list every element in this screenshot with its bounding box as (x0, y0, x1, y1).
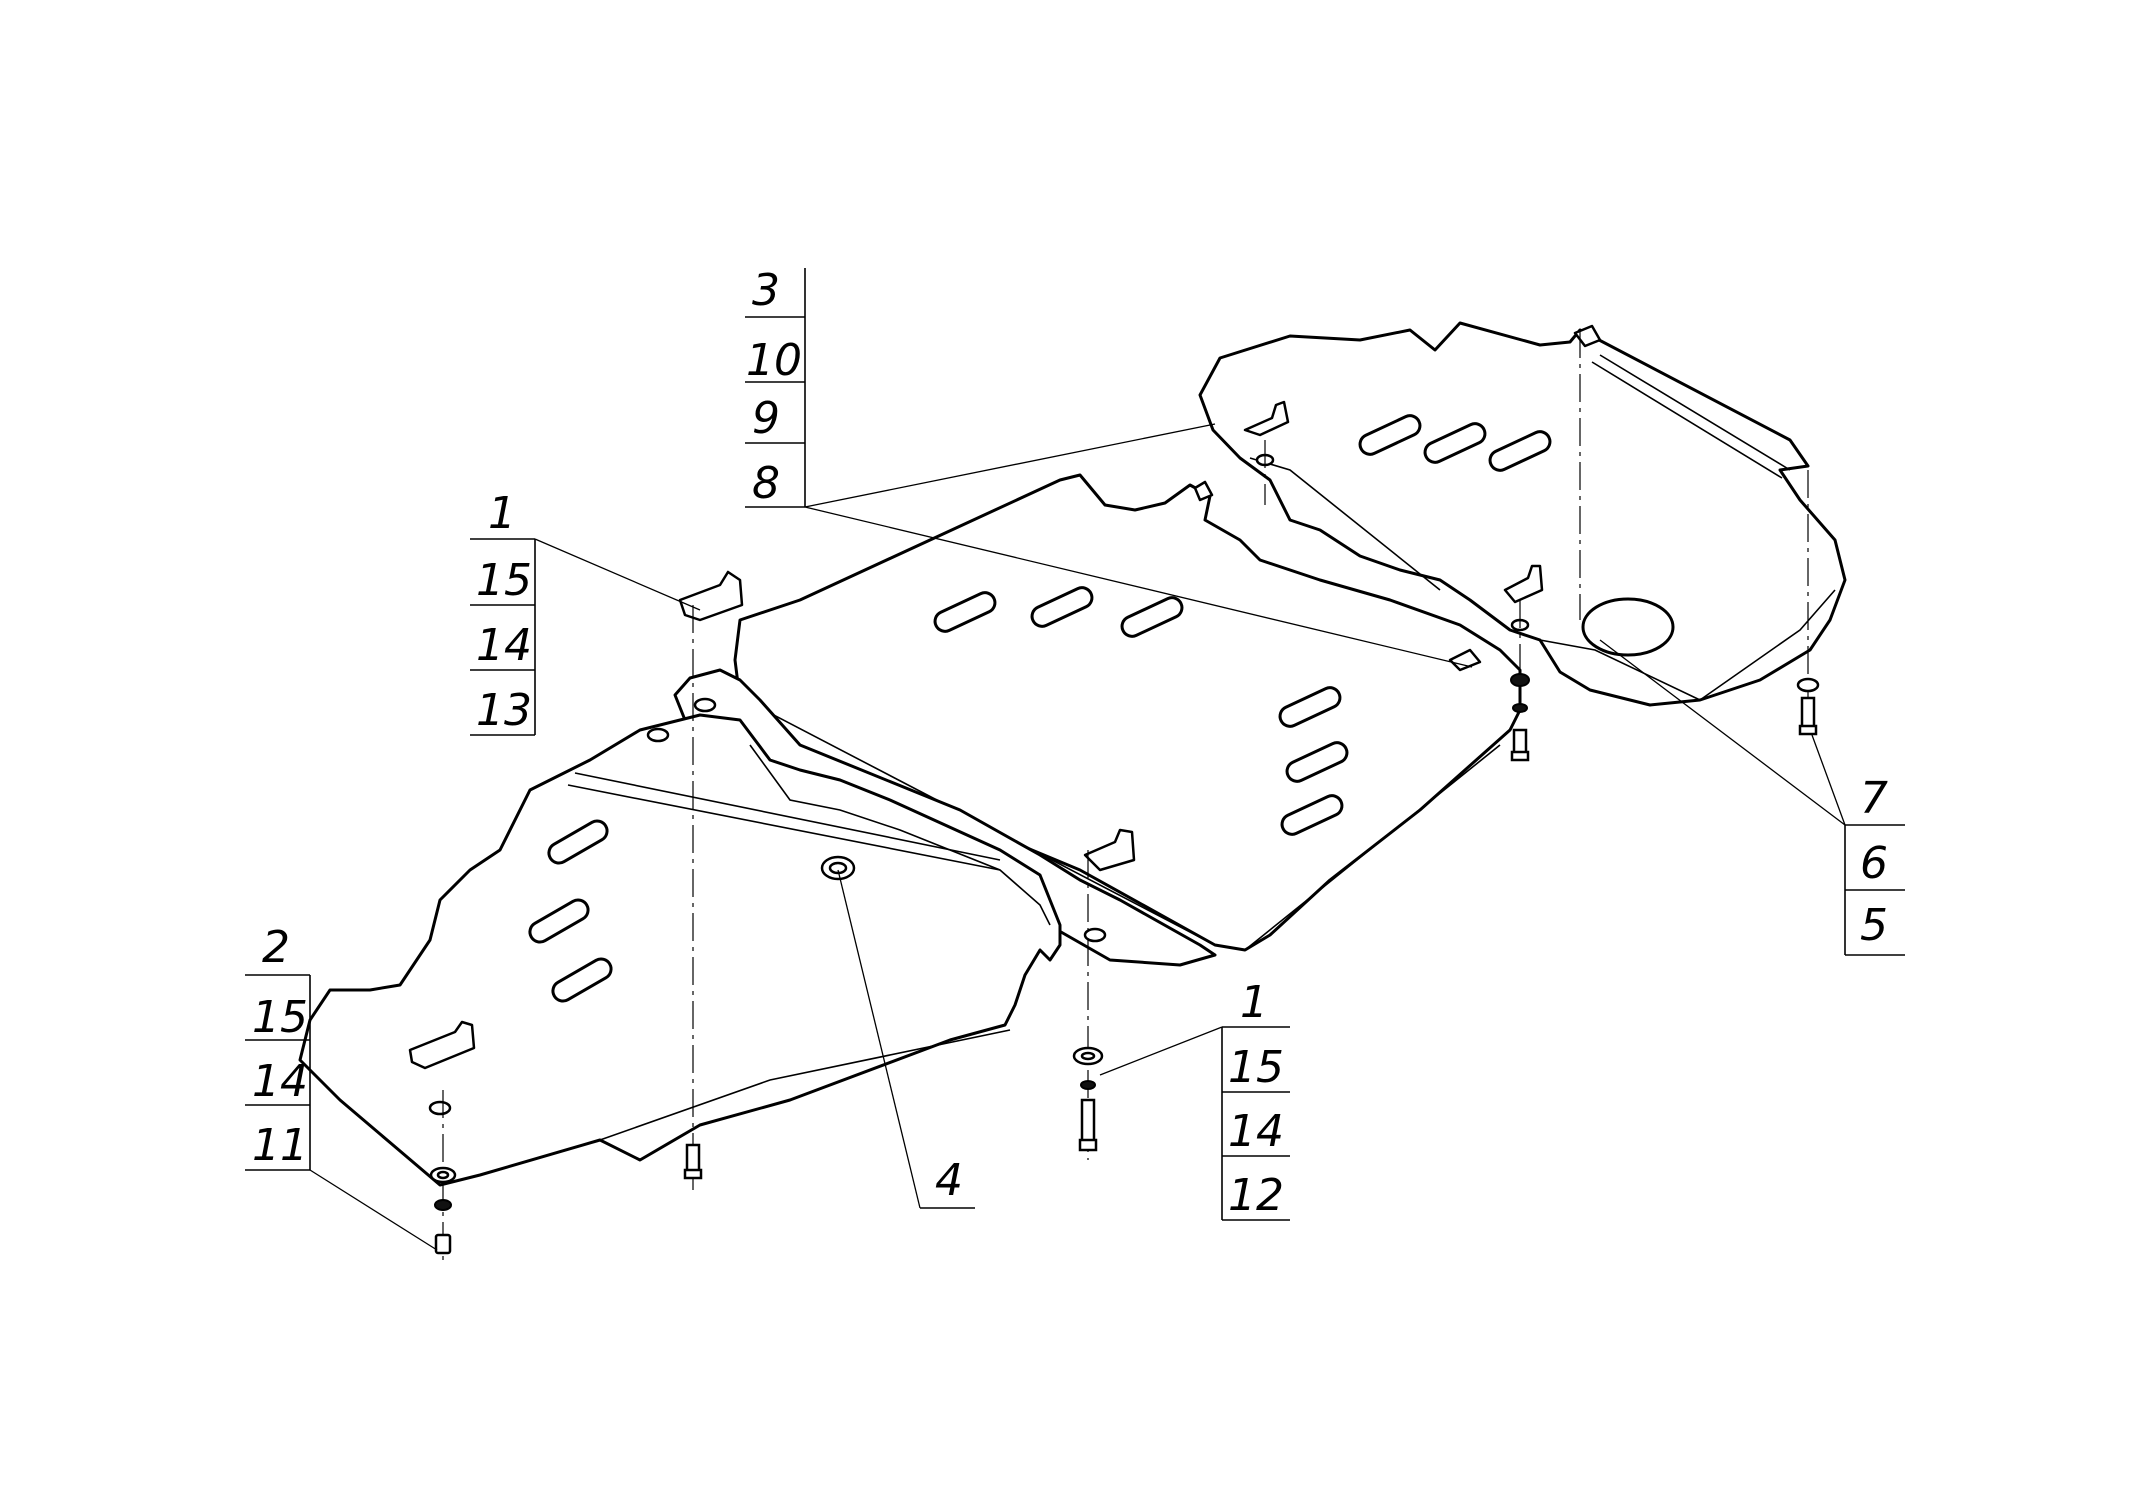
front-skid-plate (298, 713, 1062, 1187)
plate-slot (547, 819, 609, 865)
callout-label: 2 (262, 922, 290, 973)
callout-label: 9 (752, 393, 780, 444)
callout-2-15-14-11: 2 15 14 11 (245, 922, 438, 1251)
plate-slot (1358, 414, 1422, 456)
plate-slot (1278, 686, 1342, 728)
plate-slot (1285, 741, 1349, 783)
plate-slot (528, 898, 590, 944)
callout-label: 14 (1228, 1106, 1284, 1157)
callout-label: 1 (488, 488, 516, 539)
plate-slot (551, 957, 613, 1003)
callout-label: 11 (252, 1120, 308, 1171)
callout-label: 12 (1228, 1170, 1284, 1221)
rear-skid-plate (1198, 321, 1847, 707)
callout-3-10-9-8: 3 10 9 8 (745, 265, 1473, 668)
hardware-middle (1072, 1046, 1104, 1152)
callout-label: 5 (1860, 900, 1888, 951)
callout-label: 4 (935, 1155, 963, 1206)
callout-label: 1 (1240, 977, 1268, 1028)
callout-7-6-5: 7 6 5 (1599, 639, 1905, 956)
callout-label: 13 (476, 685, 532, 736)
hardware-rear-right (1796, 677, 1820, 736)
hardware-front-bolt (683, 1143, 703, 1180)
callout-4: 4 (837, 869, 975, 1209)
plate-slot (1488, 430, 1552, 472)
hardware-front-left (429, 1166, 457, 1255)
callout-label: 3 (752, 265, 780, 316)
plate-slot (1423, 422, 1487, 464)
callout-label: 6 (1860, 838, 1888, 889)
callout-1-15-14-12: 1 15 14 12 (1099, 977, 1290, 1221)
callout-label: 8 (752, 458, 780, 509)
callout-label: 7 (1860, 773, 1888, 824)
callout-label: 14 (252, 1056, 308, 1107)
plate-slot (1030, 586, 1094, 628)
callout-1-15-14-13: 1 15 14 13 (470, 488, 701, 736)
callout-label: 15 (1228, 1042, 1284, 1093)
callout-label: 14 (476, 620, 532, 671)
hardware-rear-left (1510, 673, 1530, 762)
middle-skid-plate (678, 473, 1522, 952)
callout-label: 15 (476, 555, 532, 606)
plate-slot (933, 591, 997, 633)
callout-label: 15 (252, 992, 308, 1043)
plate-slot (1120, 596, 1184, 638)
plate-slot (1280, 794, 1344, 836)
drain-hole (1581, 597, 1675, 657)
callout-label: 10 (746, 335, 802, 386)
